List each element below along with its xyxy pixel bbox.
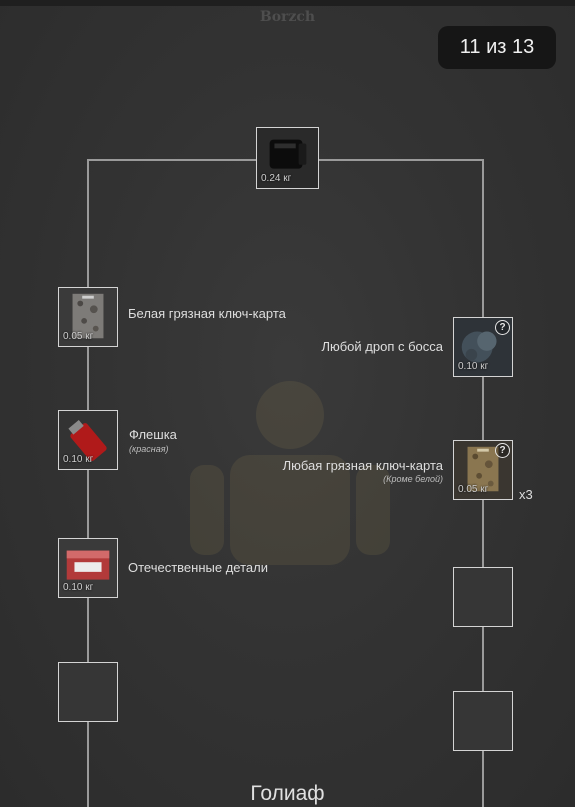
right-item-sublabel-2: (Кроме белой)	[383, 474, 443, 484]
right-item-label-2: Любая грязная ключ-карта	[282, 458, 443, 473]
left-item-weight-1: 0.05 кг	[63, 331, 94, 342]
right-item-weight-1: 0.10 кг	[458, 361, 489, 372]
domestic-parts-icon	[59, 539, 117, 597]
reward-slot[interactable]: 0.24 кг	[256, 127, 319, 189]
empty-slot-left[interactable]	[58, 662, 118, 722]
empty-slot-right-1[interactable]	[453, 567, 513, 627]
help-icon[interactable]: ?	[495, 443, 510, 458]
left-item-sublabel-2: (красная)	[129, 444, 169, 454]
watermark: Borzch	[259, 9, 316, 25]
left-item-slot-2[interactable]: 0.10 кг	[58, 410, 118, 470]
left-item-weight-2: 0.10 кг	[63, 454, 94, 465]
left-item-label-1: Белая грязная ключ-карта	[128, 306, 286, 321]
left-item-slot-1[interactable]: 0.05 кг	[58, 287, 118, 347]
left-item-slot-3[interactable]: 0.10 кг	[58, 538, 118, 598]
boss-name: Голиаф	[250, 782, 325, 805]
quantity-multiplier: x3	[519, 487, 533, 502]
empty-slot-right-2[interactable]	[453, 691, 513, 751]
frame-line-left	[87, 159, 89, 807]
right-item-slot-2[interactable]: ? 0.05 кг	[453, 440, 513, 500]
page-counter: 11 из 13	[438, 26, 556, 69]
help-icon[interactable]: ?	[495, 320, 510, 335]
background-emblem-icon	[190, 381, 390, 565]
reward-weight: 0.24 кг	[261, 173, 292, 184]
red-flash-drive-icon	[59, 411, 117, 469]
right-item-slot-1[interactable]: ? 0.10 кг	[453, 317, 513, 377]
right-item-weight-2: 0.05 кг	[458, 484, 489, 495]
white-keycard-icon	[59, 288, 117, 346]
left-item-weight-3: 0.10 кг	[63, 582, 94, 593]
right-item-label-1: Любой дроп с босса	[321, 339, 443, 354]
left-item-label-3: Отечественные детали	[128, 560, 268, 575]
top-bar	[0, 0, 575, 6]
left-item-label-2: Флешка	[129, 427, 177, 442]
backpack-icon	[257, 128, 318, 188]
